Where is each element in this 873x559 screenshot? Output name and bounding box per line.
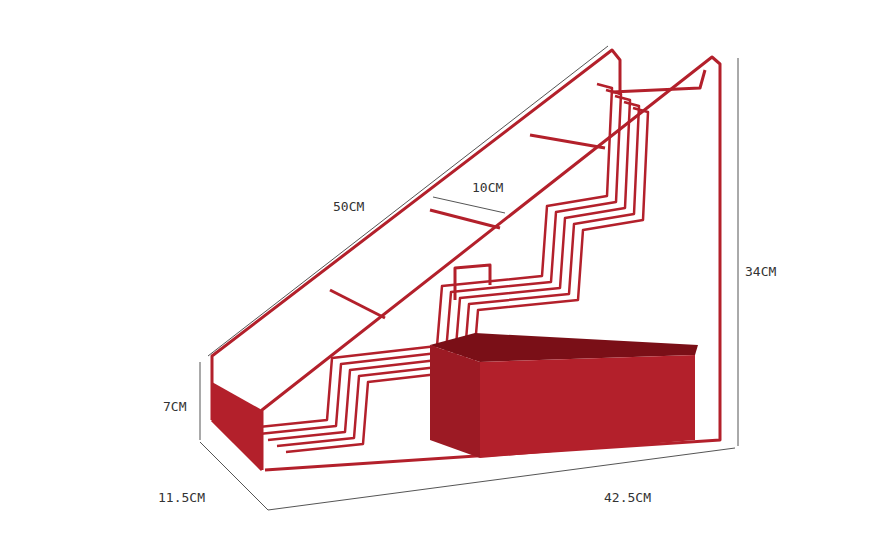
end-panel <box>212 382 262 470</box>
box-front <box>480 355 695 458</box>
storage-box <box>430 333 698 458</box>
dimension-lines <box>200 46 738 510</box>
cross-bar <box>530 135 605 148</box>
dimension-label: 10CM <box>472 180 503 196</box>
dimension-line <box>200 362 201 440</box>
dimension-line <box>208 46 608 356</box>
box-side <box>430 345 480 458</box>
dimension-line <box>268 448 735 510</box>
cross-bar <box>330 290 385 318</box>
dimension-line <box>433 197 505 213</box>
dimension-label: 42.5CM <box>604 490 651 506</box>
cross-bar <box>430 210 500 228</box>
dimension-label: 11.5CM <box>158 490 205 506</box>
top-bracket <box>612 70 705 92</box>
dimension-label: 50CM <box>333 199 364 215</box>
dimension-label: 7CM <box>163 399 186 415</box>
front-frame <box>262 57 720 470</box>
rack-frame <box>212 50 720 470</box>
dimension-line <box>738 58 739 446</box>
dimension-label: 34CM <box>745 264 776 280</box>
